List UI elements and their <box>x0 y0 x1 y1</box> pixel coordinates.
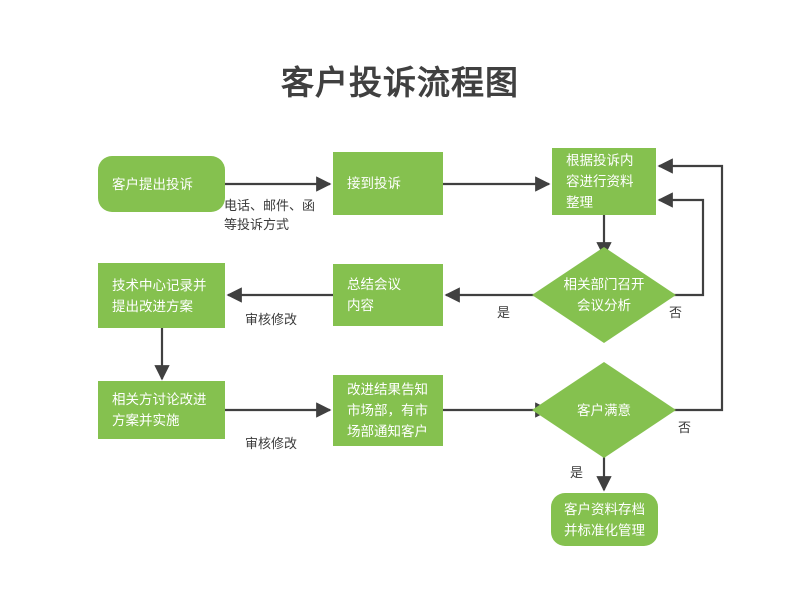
node-compile-materials[interactable]: 根据投诉内 容进行资料 整理 <box>552 148 656 215</box>
node-label: 客户提出投诉 <box>112 176 193 192</box>
edge-label-satisfied-yes: 是 <box>570 465 584 480</box>
edge-label-review-revise-lower: 审核修改 <box>245 436 298 451</box>
node-label: 改进结果告知 市场部，有市 场部通知客户 <box>347 382 428 439</box>
node-tech-center-record[interactable]: 技术中心记录并 提出改进方案 <box>98 263 225 328</box>
decision-departments-meeting[interactable]: 相关部门召开 会议分析 <box>532 247 676 343</box>
node-label: 技术中心记录并 提出改进方案 <box>112 277 207 314</box>
node-label: 接到投诉 <box>347 176 401 191</box>
node-parties-discuss-implement[interactable]: 相关方讨论改进 方案并实施 <box>98 381 225 439</box>
edge-label-meeting-yes: 是 <box>497 305 511 320</box>
edge-label-complaint-channels: 电话、邮件、函 等投诉方式 <box>224 198 316 232</box>
node-archive-standardize[interactable]: 客户资料存档 并标准化管理 <box>551 493 658 546</box>
node-label: 总结会议 内容 <box>347 277 401 313</box>
edge-label-satisfied-no: 否 <box>678 420 692 435</box>
node-notify-marketing[interactable]: 改进结果告知 市场部，有市 场部通知客户 <box>333 375 443 446</box>
edge-label-meeting-no: 否 <box>669 305 683 320</box>
node-label: 客户满意 <box>577 402 631 418</box>
node-label: 根据投诉内 容进行资料 整理 <box>566 153 634 210</box>
node-label: 相关方讨论改进 方案并实施 <box>112 392 207 428</box>
decision-customer-satisfied[interactable]: 客户满意 <box>532 362 676 458</box>
node-complaint-received[interactable]: 接到投诉 <box>333 152 443 215</box>
node-summarize-meeting[interactable]: 总结会议 内容 <box>333 264 443 326</box>
node-label: 客户资料存档 并标准化管理 <box>564 501 645 538</box>
node-label: 相关部门召开 会议分析 <box>563 277 645 313</box>
node-customer-files-complaint[interactable]: 客户提出投诉 <box>98 156 225 212</box>
edge-label-review-revise-upper: 审核修改 <box>245 312 298 327</box>
page-title: 客户投诉流程图 <box>281 64 519 101</box>
edge-n4-no-loop <box>656 192 705 297</box>
edge-n9-no-loop <box>656 158 724 412</box>
